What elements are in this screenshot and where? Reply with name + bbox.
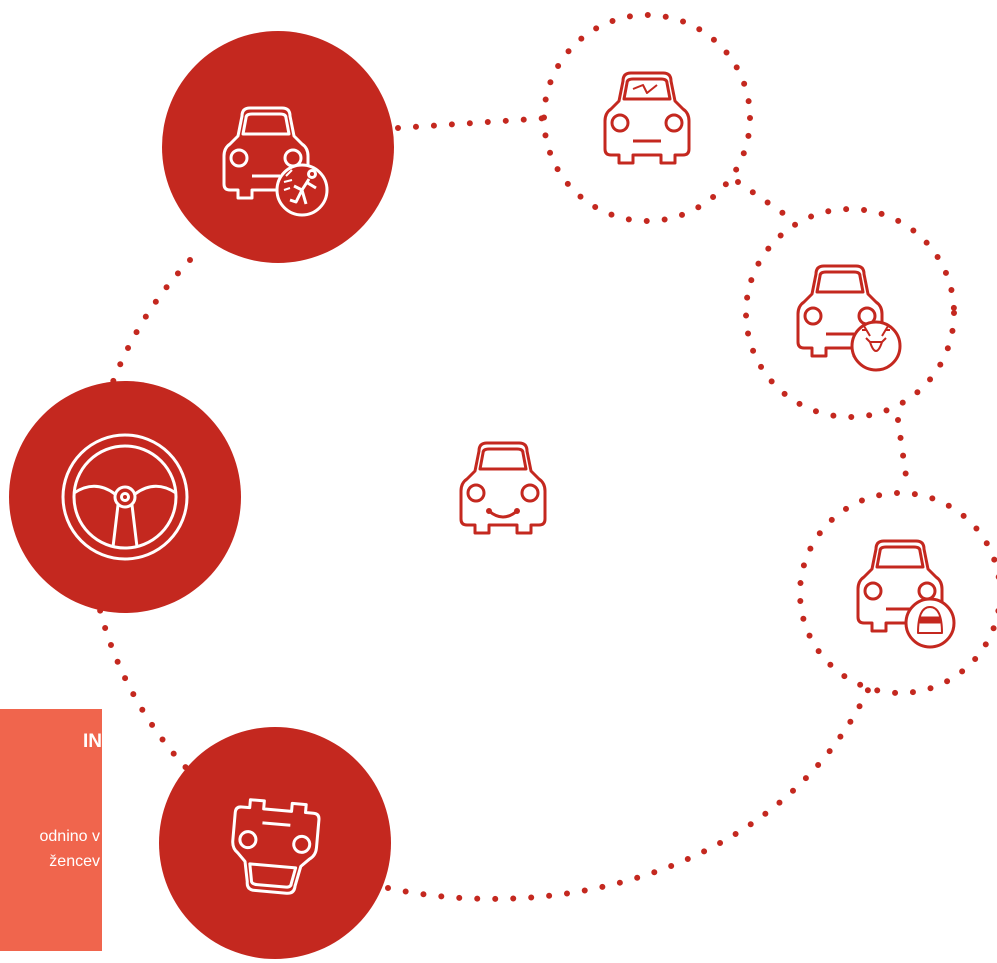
overturned-car-icon: [227, 796, 322, 897]
dotted-ring-deer: [743, 206, 957, 420]
steering-wheel-node[interactable]: [9, 381, 241, 613]
dotted-ring-thief: [797, 490, 997, 696]
car-deer-collision-icon[interactable]: [796, 264, 902, 372]
cracked-windshield-car-icon[interactable]: [603, 71, 691, 165]
dotted-connector: [84, 12, 997, 902]
callout-text-line-2: žencev: [49, 853, 100, 870]
pedestrian-collision-node[interactable]: [162, 31, 394, 263]
overturned-car-node[interactable]: [159, 727, 391, 959]
callout-text-line-1: odnino v: [39, 828, 101, 845]
dotted-ring-cracked-windshield: [541, 12, 753, 224]
happy-car-icon: [459, 441, 547, 535]
car-thief-icon[interactable]: [856, 539, 956, 649]
car-pedestrian-collision-icon: [222, 106, 329, 217]
callout-title: IN: [83, 731, 102, 752]
steering-wheel-icon: [61, 433, 189, 561]
info-callout: IN odnino v žencev: [0, 709, 102, 951]
